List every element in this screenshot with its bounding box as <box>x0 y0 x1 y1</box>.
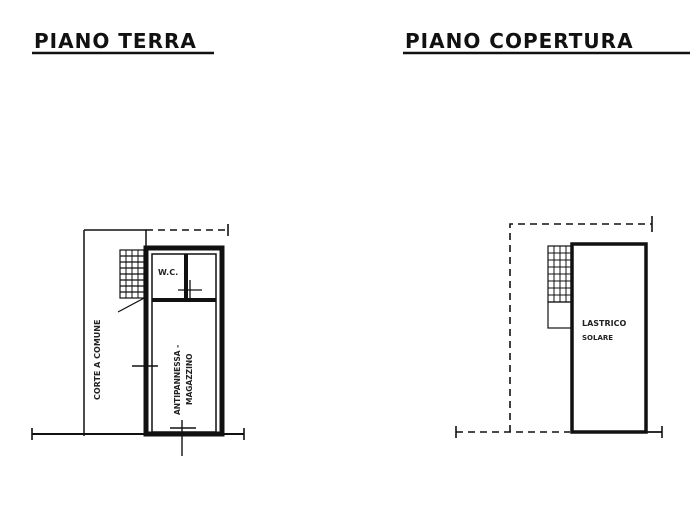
title-piano-terra: PIANO TERRA <box>34 29 197 53</box>
staircase-roof <box>547 245 573 329</box>
courtyard-label: CORTE A COMUNE <box>93 320 102 400</box>
terrace-label-line2: SOLARE <box>582 334 613 342</box>
room-label-line2: MAGAZZINO <box>185 353 194 405</box>
roof-terrace-outline <box>570 242 648 434</box>
title-left-group: PIANO TERRA <box>32 29 214 55</box>
staircase-ground <box>117 249 149 313</box>
roof-plan: LASTRICO SOLARE <box>455 216 663 438</box>
title-piano-copertura: PIANO COPERTURA <box>405 29 634 53</box>
room-label-line1: ANTIPANNESSA - <box>173 345 182 415</box>
wc-label: W.C. <box>158 268 178 277</box>
title-right-group: PIANO COPERTURA <box>403 29 690 55</box>
ground-floor-plan: W.C. CORTE A COMUNE ANTIPANNESSA - MAGAZ… <box>31 224 245 456</box>
roof-property-outline <box>509 223 652 432</box>
building-outer-wall <box>143 245 225 437</box>
terrace-label-line1: LASTRICO <box>582 319 627 328</box>
